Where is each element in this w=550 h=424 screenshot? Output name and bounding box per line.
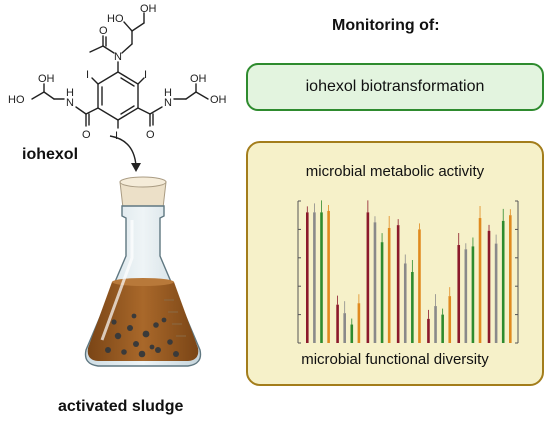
chart-bar (434, 306, 437, 343)
chart-bar (350, 324, 354, 343)
chart-bar (487, 230, 491, 343)
chart-bar (464, 249, 468, 343)
atom-label: HO (107, 13, 124, 25)
chart-bar (366, 212, 370, 343)
atom-label: H (66, 87, 74, 99)
atom-label: N (164, 97, 172, 109)
curved-arrow-icon (109, 135, 141, 172)
metabolic-activity-label: microbial metabolic activity (305, 163, 485, 180)
chart-bar (306, 212, 309, 343)
biotransformation-box: iohexol biotransformation (246, 63, 544, 111)
chart-bar (478, 218, 482, 343)
bar-chart (297, 200, 519, 344)
chart-bar (411, 272, 414, 343)
chart-bar (387, 227, 391, 343)
iohexol-structure: OH HO O N I I I OH HO H N O O N H OH OH (8, 3, 227, 142)
chart-bar (327, 210, 330, 343)
atom-label: H (164, 87, 172, 99)
chart-bar (343, 313, 346, 343)
chart-bar (313, 212, 316, 343)
chart-bar (471, 246, 475, 343)
microbial-activity-box: microbial metabolic activity microbial f… (246, 141, 544, 386)
chart-bar (418, 229, 421, 343)
chart-bar (336, 304, 339, 343)
atom-label: N (66, 97, 74, 109)
chart-bar (373, 222, 377, 343)
page-title: Monitoring of: (332, 17, 440, 34)
chart-bar (380, 242, 384, 343)
chart-bar (494, 243, 498, 343)
drug-name: iohexol (22, 146, 79, 163)
chart-bar (448, 296, 452, 343)
chart-bar (403, 263, 407, 343)
atom-label: HO (8, 94, 25, 106)
chart-bar (427, 318, 430, 343)
atom-label: OH (38, 73, 55, 85)
atom-label: OH (140, 3, 157, 15)
chart-bar (509, 215, 512, 343)
chart-bar (320, 212, 323, 343)
sludge-label: activated sludge (58, 398, 184, 415)
erlenmeyer-flask-icon (84, 176, 202, 367)
atom-label: O (146, 129, 155, 141)
chart-bar (357, 303, 361, 343)
atom-label: I (115, 130, 118, 142)
chart-bar (501, 220, 505, 343)
atom-label: N (114, 51, 122, 63)
atom-label: OH (190, 73, 207, 85)
atom-label: O (82, 129, 91, 141)
functional-diversity-label: microbial functional diversity (301, 351, 489, 368)
biotransformation-label: iohexol biotransformation (305, 78, 485, 95)
atom-label: O (99, 25, 108, 37)
atom-label: OH (210, 94, 227, 106)
chart-bar (457, 245, 461, 343)
atom-label: I (86, 69, 89, 81)
chart-bar (441, 314, 444, 343)
chart-bar (396, 225, 400, 343)
atom-label: I (144, 69, 147, 81)
